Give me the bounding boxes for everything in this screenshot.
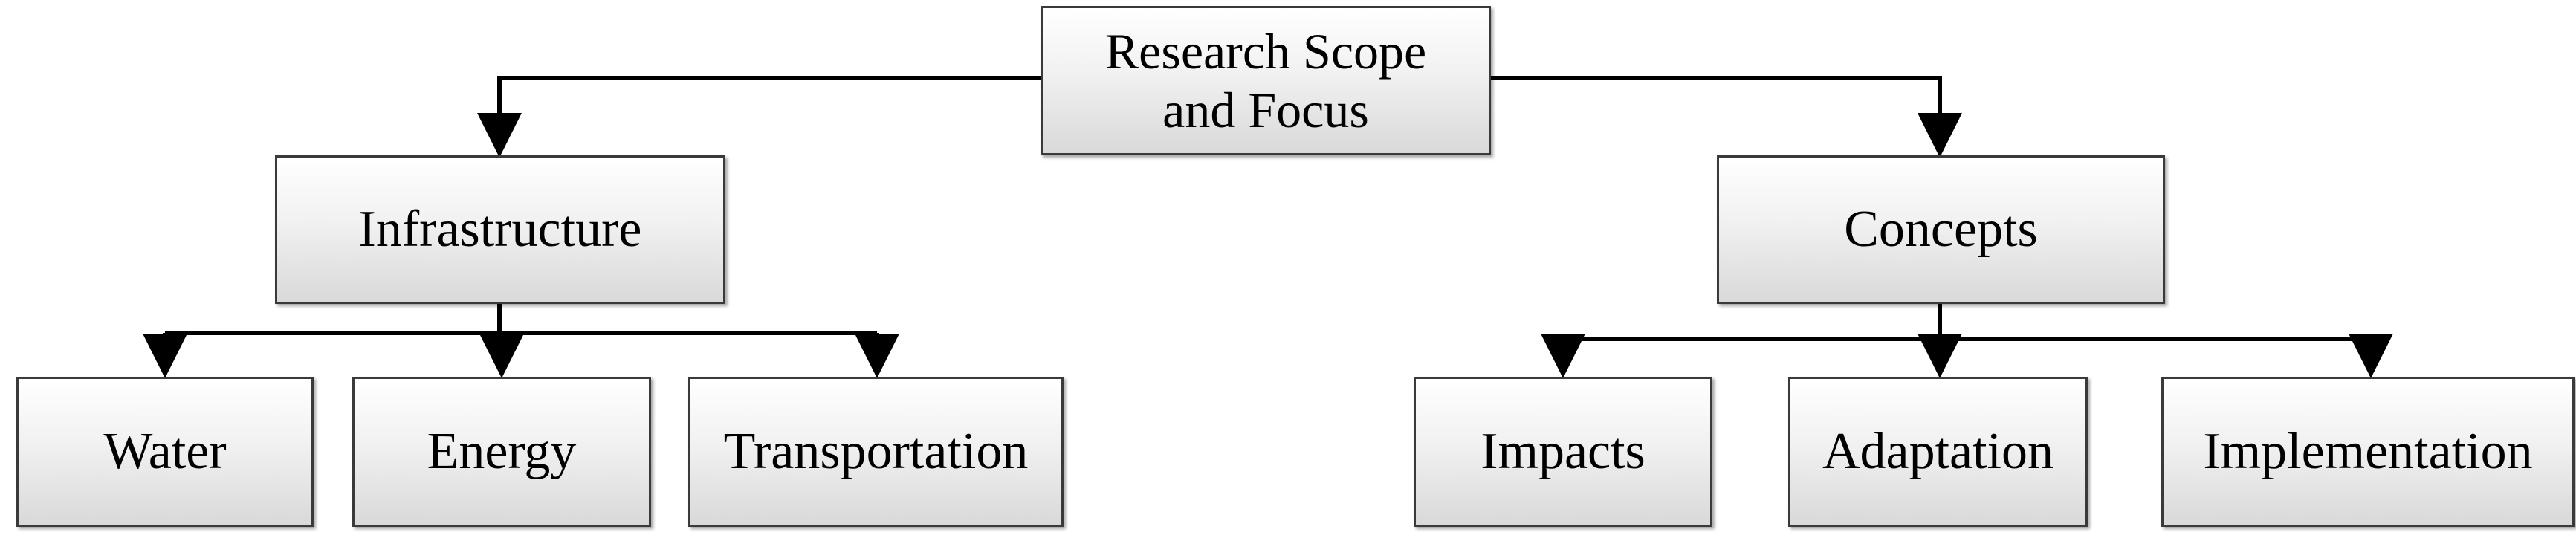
leaf-label-implementation: Implementation bbox=[2203, 422, 2533, 480]
leaf-label-adaptation: Adaptation bbox=[1822, 422, 2054, 480]
connector-root-to-concepts bbox=[1491, 76, 1962, 158]
branch-label-concepts: Concepts bbox=[1844, 200, 2038, 258]
leaf-node-impacts: Impacts bbox=[1414, 377, 1712, 527]
leaf-node-transportation: Transportation bbox=[688, 377, 1064, 527]
leaf-label-water: Water bbox=[103, 422, 227, 480]
leaf-node-energy: Energy bbox=[352, 377, 651, 527]
leaf-label-transportation: Transportation bbox=[723, 422, 1029, 480]
root-node-line-2: and Focus bbox=[1162, 81, 1369, 138]
leaf-node-water: Water bbox=[16, 377, 314, 527]
branch-label-infrastructure: Infrastructure bbox=[358, 200, 642, 258]
leaf-node-implementation: Implementation bbox=[2161, 377, 2575, 527]
connector-root-to-infrastructure bbox=[477, 76, 1041, 158]
leaf-node-adaptation: Adaptation bbox=[1788, 377, 2088, 527]
root-node-research-scope: Research Scope and Focus bbox=[1041, 6, 1491, 155]
leaf-label-impacts: Impacts bbox=[1480, 422, 1645, 480]
branch-node-infrastructure: Infrastructure bbox=[275, 155, 725, 304]
leaf-label-energy: Energy bbox=[427, 422, 577, 480]
root-node-line-1: Research Scope bbox=[1104, 23, 1427, 80]
branch-node-concepts: Concepts bbox=[1717, 155, 2165, 304]
